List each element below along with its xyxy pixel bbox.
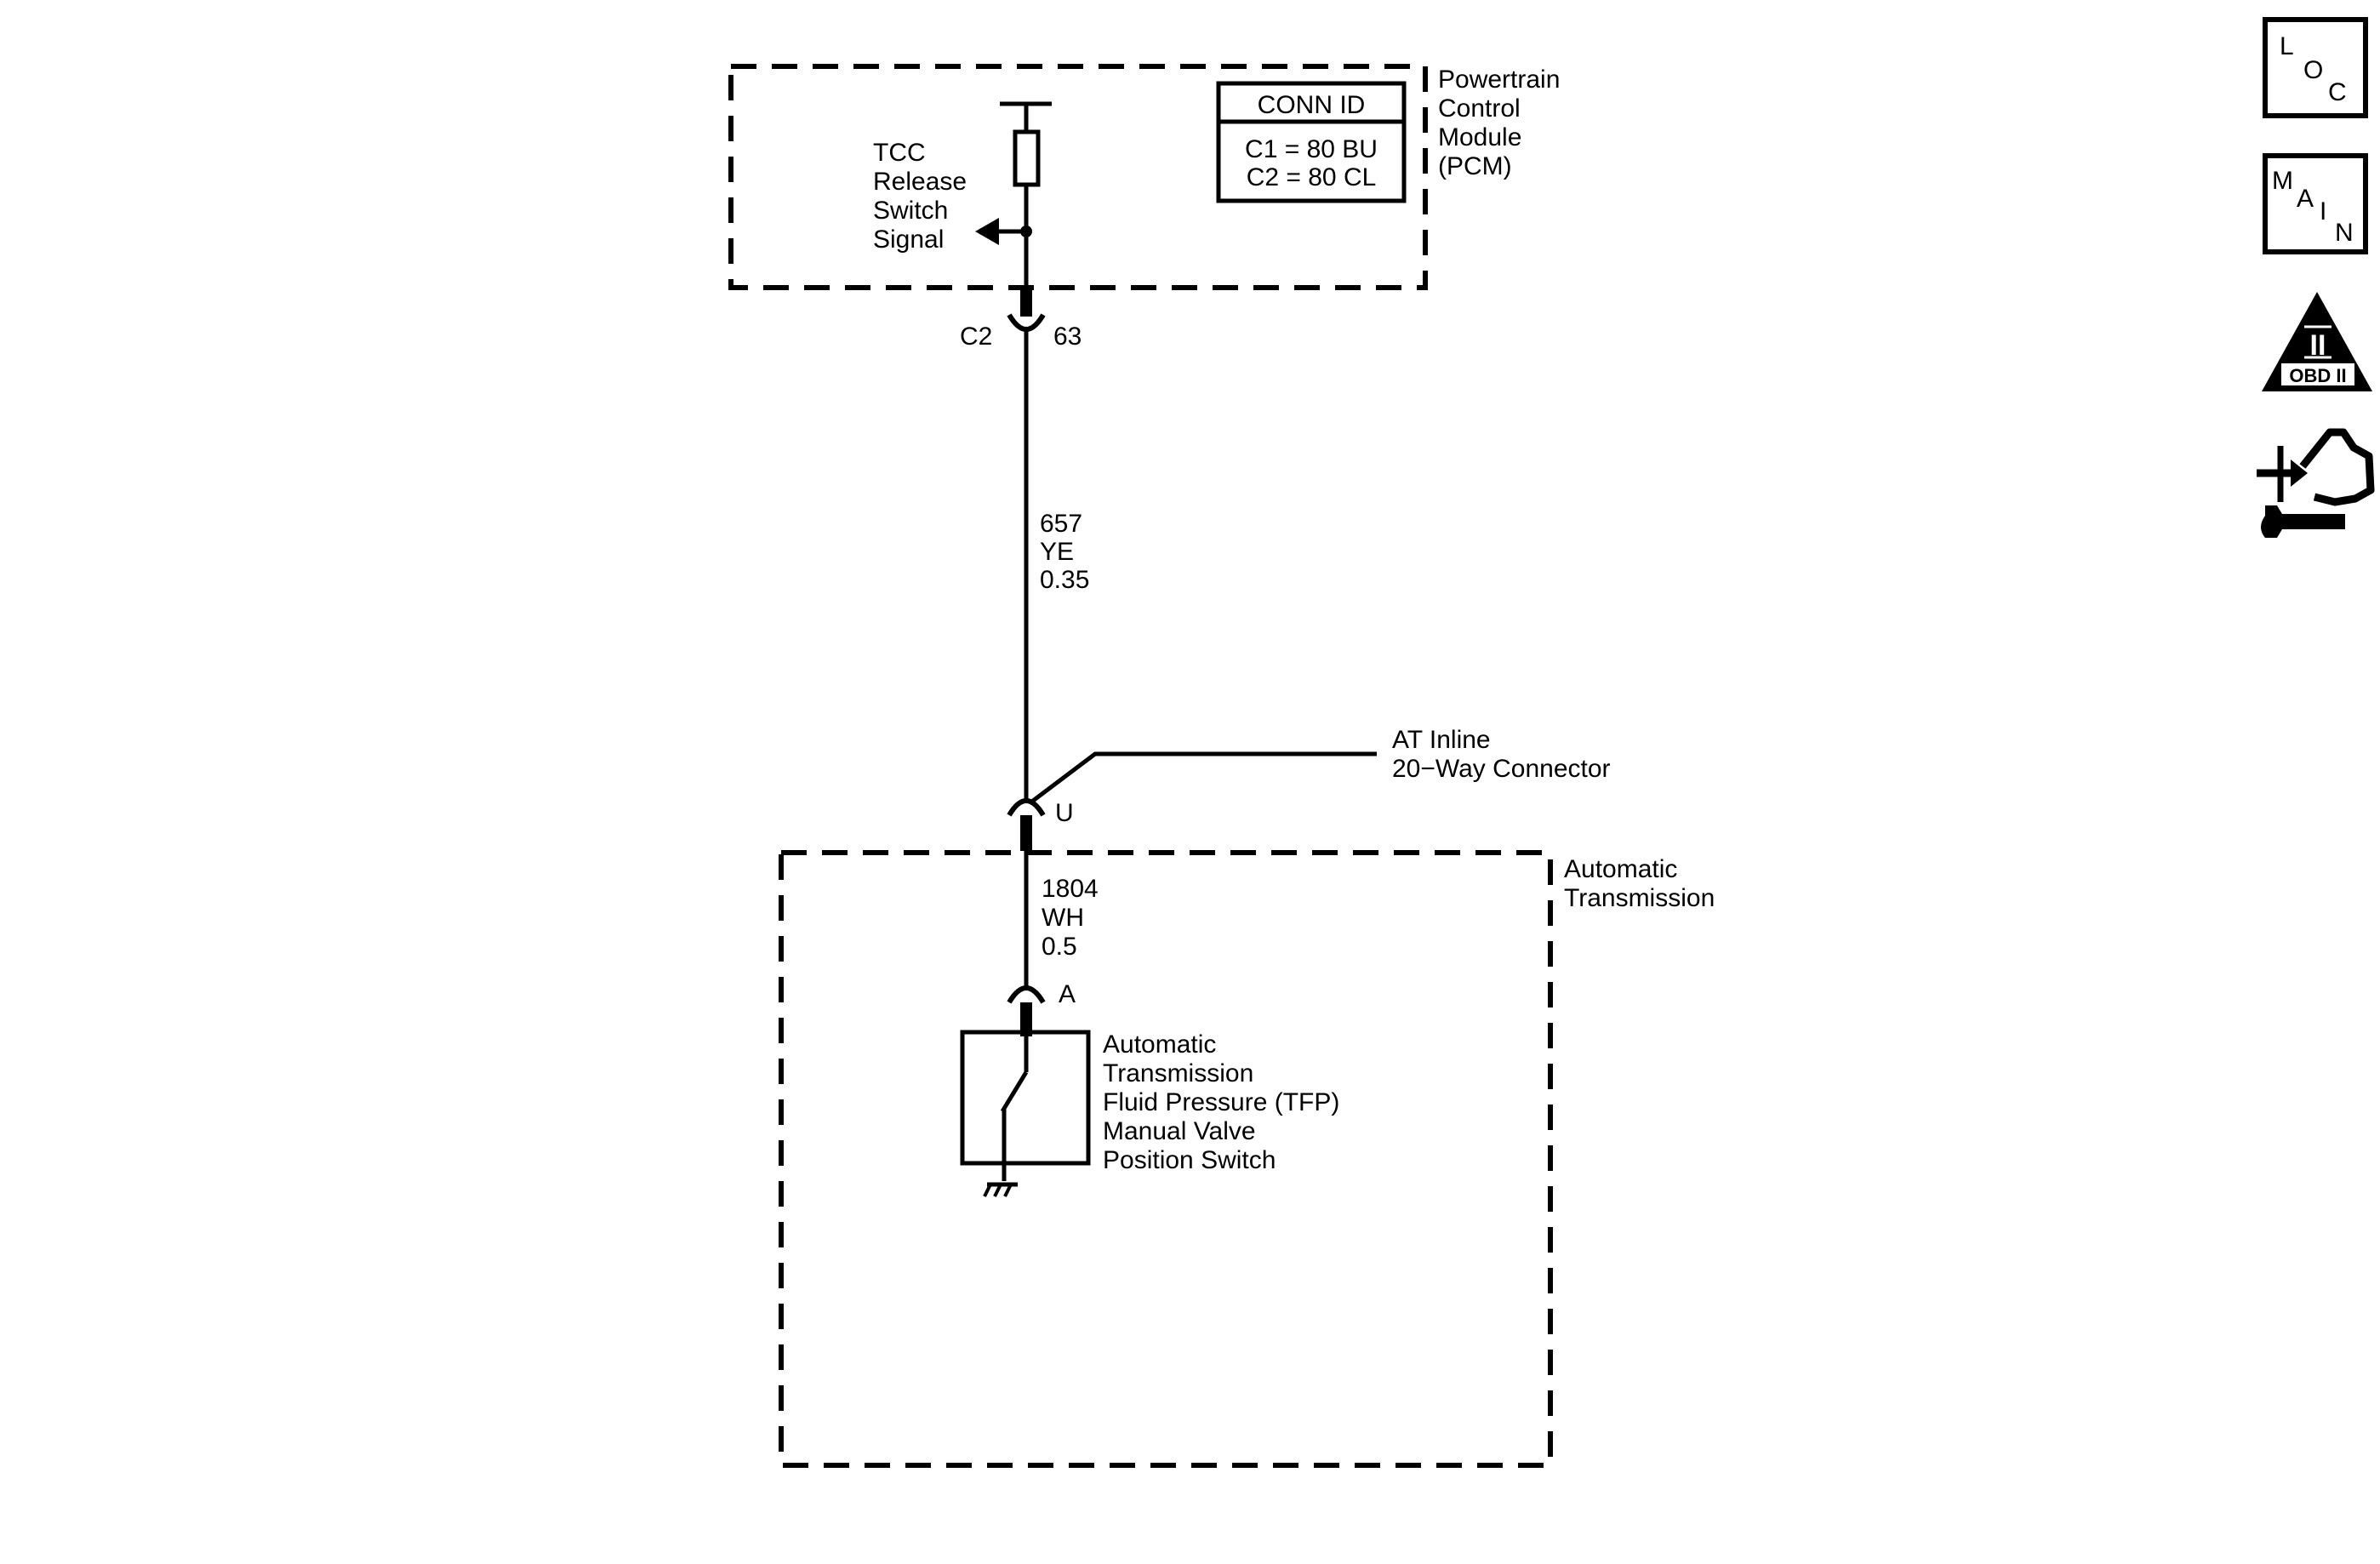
connector-name: C2 xyxy=(960,323,992,351)
main-menu-icon[interactable]: M A I N xyxy=(2263,153,2368,254)
pull-up-resistor xyxy=(1013,129,1041,187)
wire-color: WH xyxy=(1042,904,1084,932)
wire-circuit-number: 657 xyxy=(1040,510,1082,538)
pcm-boundary xyxy=(728,64,1428,290)
wire-gauge: 0.35 xyxy=(1040,566,1089,594)
inline-connector-leader xyxy=(1028,751,1377,805)
switch-pin: A xyxy=(1059,980,1076,1008)
svg-text:A: A xyxy=(2297,185,2314,213)
wire-color: YE xyxy=(1040,538,1074,566)
pcm-title: Powertrain Control Module (PCM) xyxy=(1438,66,1567,180)
wire-1804[interactable]: 1804 WH 0.5 xyxy=(1024,851,1099,987)
conn-id-row: C2 = 80 CL xyxy=(1247,163,1377,191)
obd-ii-icon[interactable]: II OBD II xyxy=(2262,292,2372,391)
conn-id-table: CONN ID C1 = 80 BU C2 = 80 CL xyxy=(1216,81,1407,203)
inline-connector-pin: U xyxy=(1055,799,1074,827)
svg-text:I: I xyxy=(2320,197,2326,225)
inline-connector-label: AT Inline 20−Way Connector xyxy=(1392,726,1611,783)
svg-text:II: II xyxy=(2310,329,2326,362)
connector-pin: 63 xyxy=(1053,323,1082,351)
svg-text:M: M xyxy=(2272,167,2293,195)
wire-gauge: 0.5 xyxy=(1042,933,1077,961)
switch-body xyxy=(960,1030,1091,1166)
conn-id-header: CONN ID xyxy=(1258,91,1366,119)
conn-id-row: C1 = 80 BU xyxy=(1245,135,1378,163)
ground-icon xyxy=(983,1182,1018,1197)
transmission-module[interactable]: Automatic Transmission xyxy=(779,850,1715,1468)
svg-text:N: N xyxy=(2335,219,2354,247)
wire-circuit-number: 1804 xyxy=(1042,875,1099,903)
svg-text:OBD II: OBD II xyxy=(2289,365,2346,386)
transmission-title: Automatic Transmission xyxy=(1564,855,1715,912)
pcm-module[interactable]: Powertrain Control Module (PCM) CONN ID … xyxy=(728,64,1567,290)
wire-657[interactable]: 657 YE 0.35 xyxy=(1024,330,1089,802)
svg-text:C: C xyxy=(2328,78,2347,106)
switch-label: Automatic Transmission Fluid Pressure (T… xyxy=(1103,1030,1347,1174)
location-view-icon[interactable]: L O C xyxy=(2263,17,2368,118)
pcm-internal-circuit xyxy=(975,101,1052,289)
svg-text:O: O xyxy=(2303,56,2323,84)
inline-connector-u[interactable]: AT Inline 20−Way Connector U xyxy=(1007,726,1611,851)
signal-arrow-icon xyxy=(975,218,999,245)
tcc-signal-label: TCC Release Switch Signal xyxy=(873,139,973,254)
tfp-switch[interactable]: A Automatic Transmission Fluid Pressure … xyxy=(960,980,1347,1197)
service-tool-icon[interactable] xyxy=(2257,428,2375,538)
svg-text:L: L xyxy=(2280,32,2294,60)
transmission-boundary xyxy=(779,850,1553,1468)
connector-c2-pin-63[interactable]: C2 63 xyxy=(960,288,1082,351)
